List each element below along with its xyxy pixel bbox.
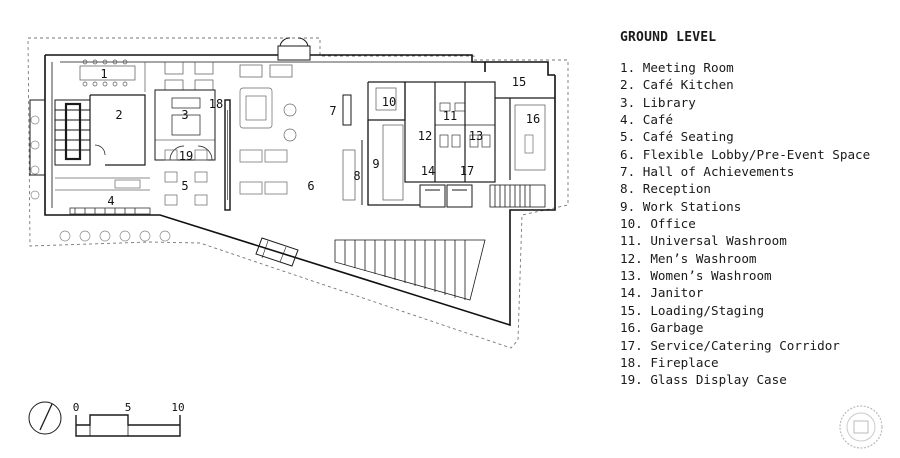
legend-item: 4. Café — [620, 112, 674, 128]
room-label-3: 3 — [181, 108, 188, 122]
loading-garbage — [495, 97, 555, 180]
room-label-14: 14 — [421, 164, 435, 178]
legend-item: 19. Glass Display Case — [620, 372, 787, 388]
entry-vestibule-top — [277, 37, 311, 61]
legend-item: 7. Hall of Achievements — [620, 164, 795, 180]
legend-item: 13. Women’s Washroom — [620, 268, 772, 284]
legend-item: 14. Janitor — [620, 285, 704, 301]
room-label-11: 11 — [443, 109, 457, 123]
legend-item: 3. Library — [620, 94, 696, 110]
cafe-seating — [55, 149, 208, 206]
legend-item: 8. Reception — [620, 181, 711, 197]
room-label-12: 12 — [418, 129, 432, 143]
watermark-seal-icon — [839, 405, 883, 449]
legend-item: 16. Garbage — [620, 320, 704, 336]
room-labels: 1 2 3 4 5 6 7 8 9 10 11 12 13 14 15 16 1… — [100, 67, 540, 208]
washroom-core — [404, 81, 496, 183]
fireplace — [224, 99, 231, 211]
legend-item: 15. Loading/Staging — [620, 302, 765, 318]
room-label-8: 8 — [353, 169, 360, 183]
cafe-counter — [69, 207, 151, 215]
building-walls — [44, 54, 556, 327]
room-label-10: 10 — [382, 95, 396, 109]
room-label-6: 6 — [307, 179, 314, 193]
room-label-13: 13 — [469, 129, 483, 143]
scale-tick-10: 10 — [171, 401, 184, 414]
room-label-19: 19 — [179, 149, 193, 163]
lounge-furniture — [239, 87, 297, 195]
legend-item: 1. Meeting Room — [620, 60, 734, 75]
legend: GROUND LEVEL 1. Meeting Room 2. Café Kit… — [620, 30, 895, 389]
legend-item: 18. Fireplace — [620, 354, 719, 370]
scale-tick-0: 0 — [73, 401, 80, 414]
scale-tick-5: 5 — [125, 401, 132, 414]
legend-title: GROUND LEVEL — [620, 30, 717, 45]
library — [154, 89, 216, 161]
legend-item: 6. Flexible Lobby/Pre-Event Space — [620, 146, 871, 162]
site-boundary — [27, 37, 569, 349]
north-arrow-icon — [28, 401, 62, 435]
legend-item: 9. Work Stations — [620, 198, 742, 214]
legend-item: 5. Café Seating — [620, 129, 734, 145]
meeting-room-furniture — [79, 59, 293, 92]
room-label-17: 17 — [460, 164, 474, 178]
legend-item: 2. Café Kitchen — [620, 77, 734, 93]
room-label-9: 9 — [372, 157, 379, 171]
legend-item: 17. Service/Catering Corridor — [620, 337, 840, 353]
cafe-kitchen — [89, 94, 146, 166]
legend-list: 1. Meeting Room 2. Café Kitchen 3. Libra… — [620, 59, 895, 389]
legend-item: 12. Men’s Washroom — [620, 250, 757, 266]
scale-labels: 0 5 10 — [73, 401, 185, 414]
scale-bar — [75, 414, 181, 437]
room-label-2: 2 — [115, 108, 122, 122]
main-stair — [334, 239, 486, 301]
stair-left — [29, 99, 91, 176]
room-label-15: 15 — [512, 75, 526, 89]
reception-area — [342, 94, 363, 205]
stair-right — [489, 184, 546, 208]
room-label-4: 4 — [107, 194, 114, 208]
elevators — [419, 184, 473, 208]
room-label-7: 7 — [329, 104, 336, 118]
legend-item: 11. Universal Washroom — [620, 233, 787, 249]
room-label-16: 16 — [526, 112, 540, 126]
patio-seating — [30, 115, 171, 242]
room-label-18: 18 — [209, 97, 223, 111]
legend-item: 10. Office — [620, 216, 696, 232]
room-label-1: 1 — [100, 67, 107, 81]
entry-vestibule-bottom — [255, 237, 299, 267]
work-station-block — [367, 81, 420, 206]
room-label-5: 5 — [181, 179, 188, 193]
